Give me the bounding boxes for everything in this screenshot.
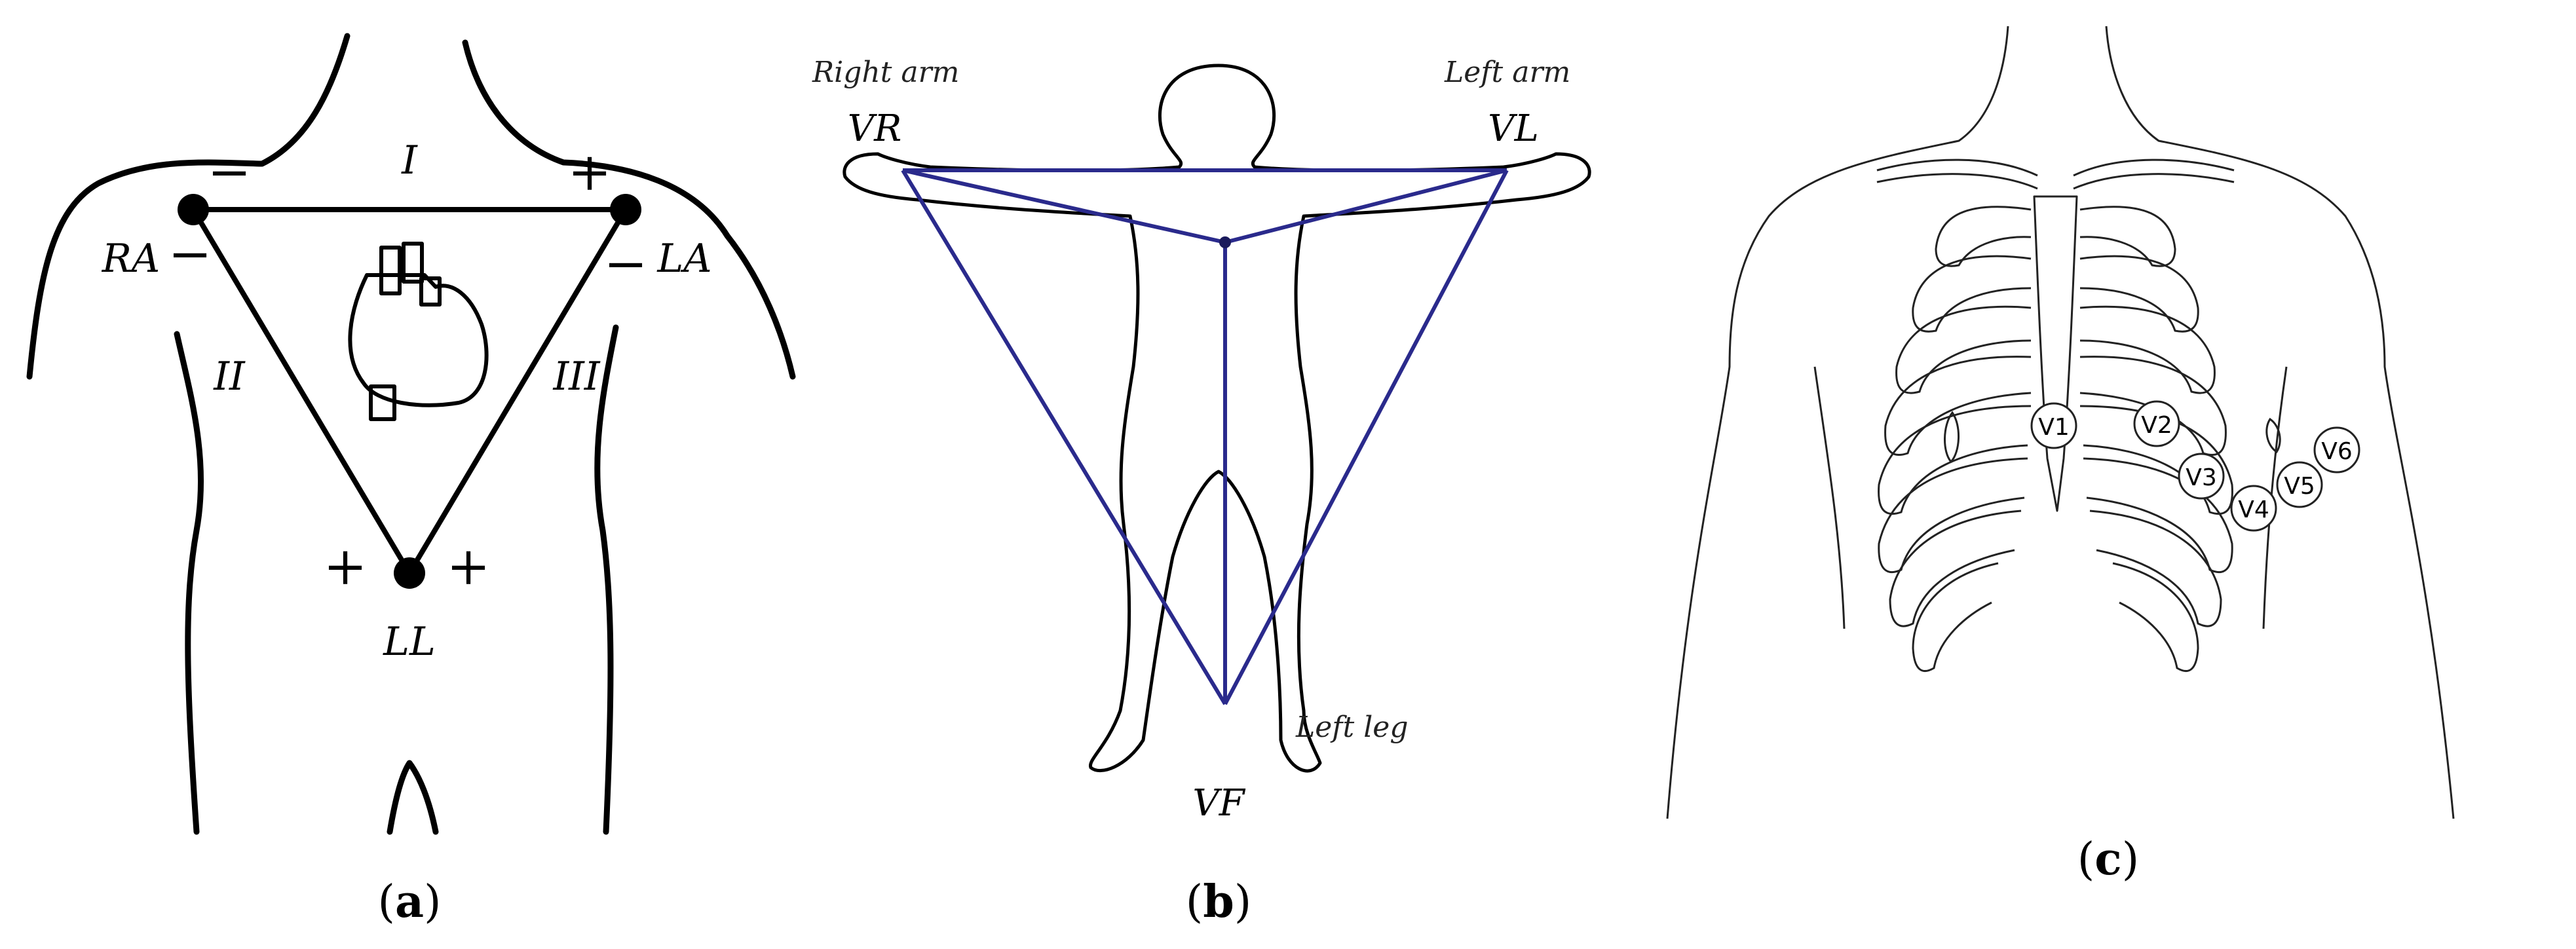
panel-c: V1 V2 V3 V4 V5 V6 [1666, 26, 2455, 885]
vf-label: VF [1192, 782, 1245, 825]
la-lead-iii-polarity: − [603, 233, 647, 294]
heart-icon [348, 242, 489, 421]
ra-lead-i-polarity: − [207, 141, 251, 202]
lead-ii-line [191, 208, 412, 575]
einthoven-triangle [178, 194, 641, 589]
svg-text:V1: V1 [2038, 414, 2070, 441]
electrode-v1: V1 [2030, 402, 2077, 449]
vr-center-line [902, 168, 1226, 244]
caption-c: (c) [2077, 833, 2139, 885]
human-body-outline [843, 64, 1591, 773]
panel-b: Right arm Left arm Left leg VR VL VF (b) [812, 56, 1591, 928]
svg-text:V4: V4 [2238, 496, 2269, 523]
svg-text:(c): (c) [2077, 833, 2139, 885]
augmented-leads-triangle [901, 168, 1509, 705]
la-electrode-dot [610, 194, 641, 225]
ra-electrode-dot [178, 194, 209, 225]
vr-label: VR [848, 107, 902, 150]
electrode-v5: V5 [2276, 461, 2323, 508]
ll-label: LL [383, 619, 436, 665]
ra-lead-ii-polarity: − [168, 223, 212, 284]
caption-a: (a) [377, 876, 441, 928]
vr-vf-line [901, 169, 1227, 705]
lead-i-label: I [401, 138, 418, 183]
svg-text:(b): (b) [1186, 876, 1252, 928]
small-cartilage-marks [1944, 411, 2281, 464]
ll-electrode-dot [394, 557, 425, 589]
center-point [1219, 236, 1231, 248]
lead-ii-label: II [213, 354, 246, 400]
svg-text:V6: V6 [2321, 438, 2353, 465]
svg-text:V2: V2 [2141, 412, 2172, 439]
left-arm-label: Left arm [1444, 56, 1570, 89]
caption-b: (b) [1186, 876, 1252, 928]
electrode-v3: V3 [2178, 453, 2225, 500]
right-ribs [2079, 206, 2233, 672]
la-lead-i-polarity: + [567, 141, 611, 202]
left-ribs [1878, 206, 2032, 672]
left-leg-label: Left leg [1295, 711, 1409, 744]
right-arm-label: Right arm [812, 56, 959, 89]
ll-lead-iii-polarity: + [446, 536, 490, 597]
svg-text:V3: V3 [2186, 464, 2217, 491]
electrode-v4: V4 [2230, 485, 2277, 532]
ra-label: RA [102, 236, 161, 282]
svg-text:(a): (a) [377, 876, 441, 928]
vl-vf-line [1223, 169, 1509, 705]
precordial-electrodes: V1 V2 V3 V4 V5 V6 [2030, 400, 2360, 532]
torso-outline [26, 33, 796, 835]
lead-iii-line [407, 208, 628, 575]
svg-text:V5: V5 [2284, 473, 2315, 500]
lead-iii-label: III [552, 354, 600, 400]
la-label: LA [656, 236, 711, 282]
electrode-v2: V2 [2133, 400, 2180, 447]
electrode-v6: V6 [2313, 426, 2360, 474]
vl-label: VL [1488, 107, 1539, 150]
ll-lead-ii-polarity: + [323, 536, 367, 597]
vl-center-line [1224, 168, 1507, 244]
panel-a: I II III RA LA LL − + − − + + (a) [26, 33, 796, 928]
